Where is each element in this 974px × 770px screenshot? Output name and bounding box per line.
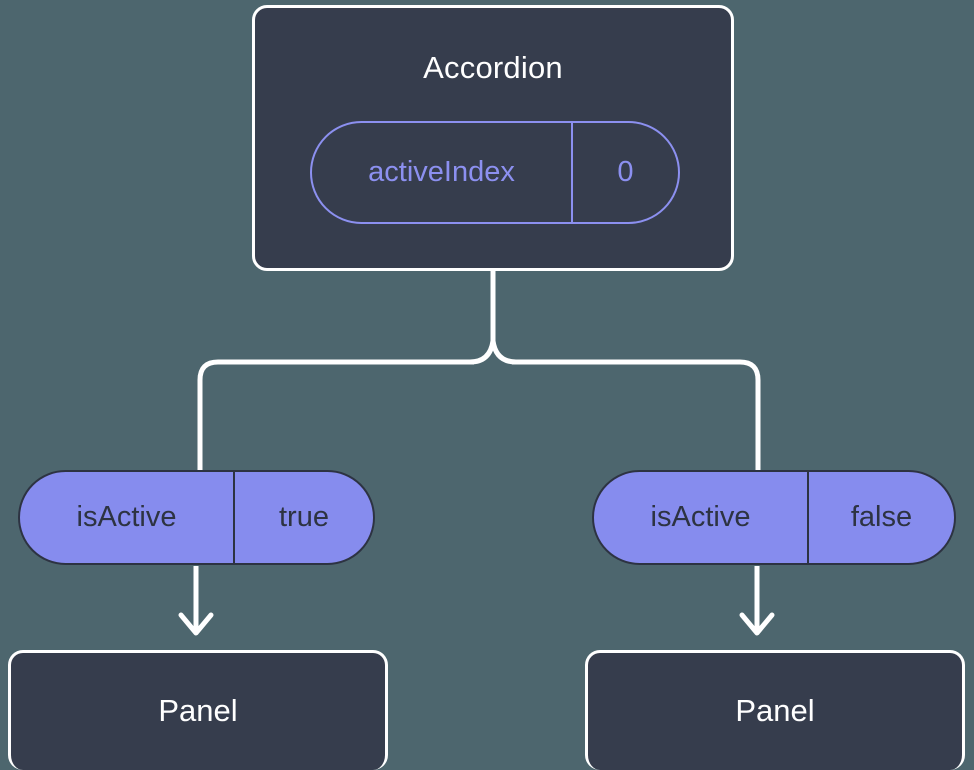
state-pill-active-index[interactable]: activeIndex 0 — [310, 121, 680, 224]
branch-line-right — [512, 359, 761, 470]
prop-pill-is-active-true[interactable]: isActive true — [18, 470, 375, 565]
arrow-head-right-icon — [739, 612, 775, 636]
prop-pill-value: false — [850, 501, 913, 533]
prop-pill-key: isActive — [594, 472, 809, 563]
component-node-accordion[interactable]: Accordion activeIndex 0 — [252, 5, 734, 271]
state-pill-key: activeIndex — [312, 123, 573, 222]
component-node-panel-right[interactable]: Panel — [585, 650, 965, 770]
prop-pill-value: true — [279, 501, 329, 533]
component-title: Panel — [158, 693, 238, 728]
branch-line-left — [197, 359, 474, 470]
fork-notch — [467, 338, 519, 365]
prop-pill-key: isActive — [20, 472, 235, 563]
component-title: Panel — [735, 693, 815, 728]
arrow-head-left-icon — [178, 612, 214, 636]
state-pill-value: 0 — [617, 156, 634, 188]
component-node-panel-left[interactable]: Panel — [8, 650, 388, 770]
prop-pill-is-active-false[interactable]: isActive false — [592, 470, 956, 565]
component-title: Accordion — [423, 50, 563, 85]
